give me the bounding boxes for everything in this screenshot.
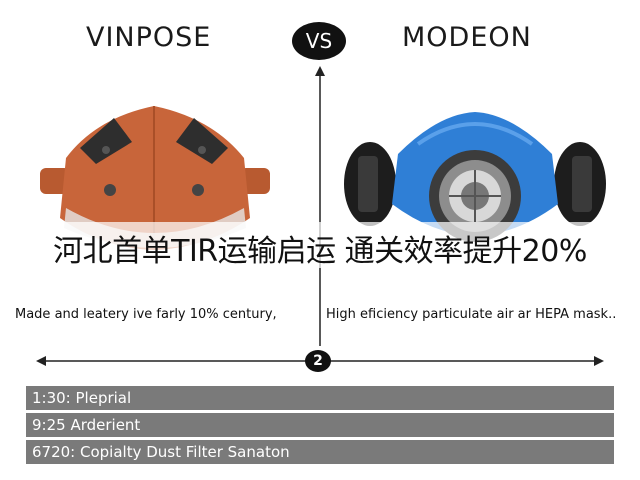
left-brand-title: VINPOSE bbox=[86, 22, 212, 53]
list-item: 6720: Copialty Dust Filter Sanaton bbox=[26, 440, 614, 464]
right-brand-title: MODEON bbox=[402, 22, 532, 53]
headline-text: 河北首单TIR运输启运 通关效率提升20% bbox=[53, 234, 587, 269]
list-item: 9:25 Arderient bbox=[26, 413, 614, 437]
right-caption: High eficiency particulate air ar HEPA m… bbox=[326, 307, 617, 322]
headline-banner bbox=[0, 222, 640, 268]
right-mask-image bbox=[344, 112, 606, 242]
list-item: 1:30: Pleprial bbox=[26, 386, 614, 410]
vertical-axis-arrow bbox=[315, 66, 325, 346]
number-badge: 2 bbox=[305, 350, 331, 372]
vs-badge: VS bbox=[292, 22, 346, 60]
left-caption: Made and leatery ive farly 10% century, bbox=[15, 307, 277, 322]
